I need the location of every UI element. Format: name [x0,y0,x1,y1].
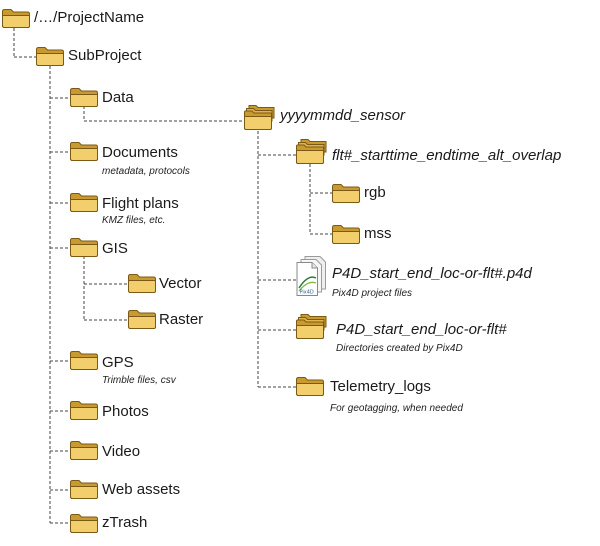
folder-stack-icon [296,139,327,164]
folder-icon [70,88,98,107]
node-label: flt#_starttime_endtime_alt_overlap [332,147,562,164]
node-label: P4D_start_end_loc-or-flt#.p4d [332,265,532,282]
node-label: SubProject [68,47,142,64]
folder-icon [70,480,98,499]
node-label: Photos [102,403,149,420]
folder-icon [128,310,156,329]
node-note: Pix4D project files [332,288,413,299]
folder-icon [70,193,98,212]
folder-icon [2,9,30,28]
node-label: rgb [364,184,386,201]
node-note: Directories created by Pix4D [336,343,463,354]
folder-stack-icon [244,105,275,130]
node-label: /…/ProjectName [34,9,145,26]
node-note: KMZ files, etc. [102,215,166,226]
node-label: zTrash [102,514,148,531]
folder-icon [70,238,98,257]
folder-icon [128,274,156,293]
node-label: Documents [102,144,178,161]
node-label: Video [102,443,141,460]
node-note: Trimble files, csv [102,375,176,386]
folder-stack-icon [296,314,327,339]
pix4d-file-icon: Pix4D [296,256,326,296]
folder-icon [36,47,64,66]
node-label: Telemetry_logs [330,378,431,395]
node-label: P4D_start_end_loc-or-flt# [336,321,507,338]
node-note: For geotagging, when needed [330,403,463,414]
node-label: GIS [102,240,128,257]
node-label: Raster [159,311,204,328]
node-label: Flight plans [102,195,179,212]
node-label: GPS [102,354,134,371]
folder-icon [70,441,98,460]
folder-icon [70,351,98,370]
folder-icon [70,514,98,533]
node-label: Data [102,89,134,106]
node-label: yyyymmdd_sensor [280,107,406,124]
folder-icon [70,142,98,161]
folder-icon [70,401,98,420]
pix4d-logo-text: Pix4D [300,290,314,296]
node-label: mss [364,225,392,242]
node-note: metadata, protocols [102,166,190,177]
folder-icon [332,225,360,244]
node-label: Vector [159,275,202,292]
node-label: Web assets [102,481,181,498]
folder-icon [296,377,324,396]
folder-icon [332,184,360,203]
